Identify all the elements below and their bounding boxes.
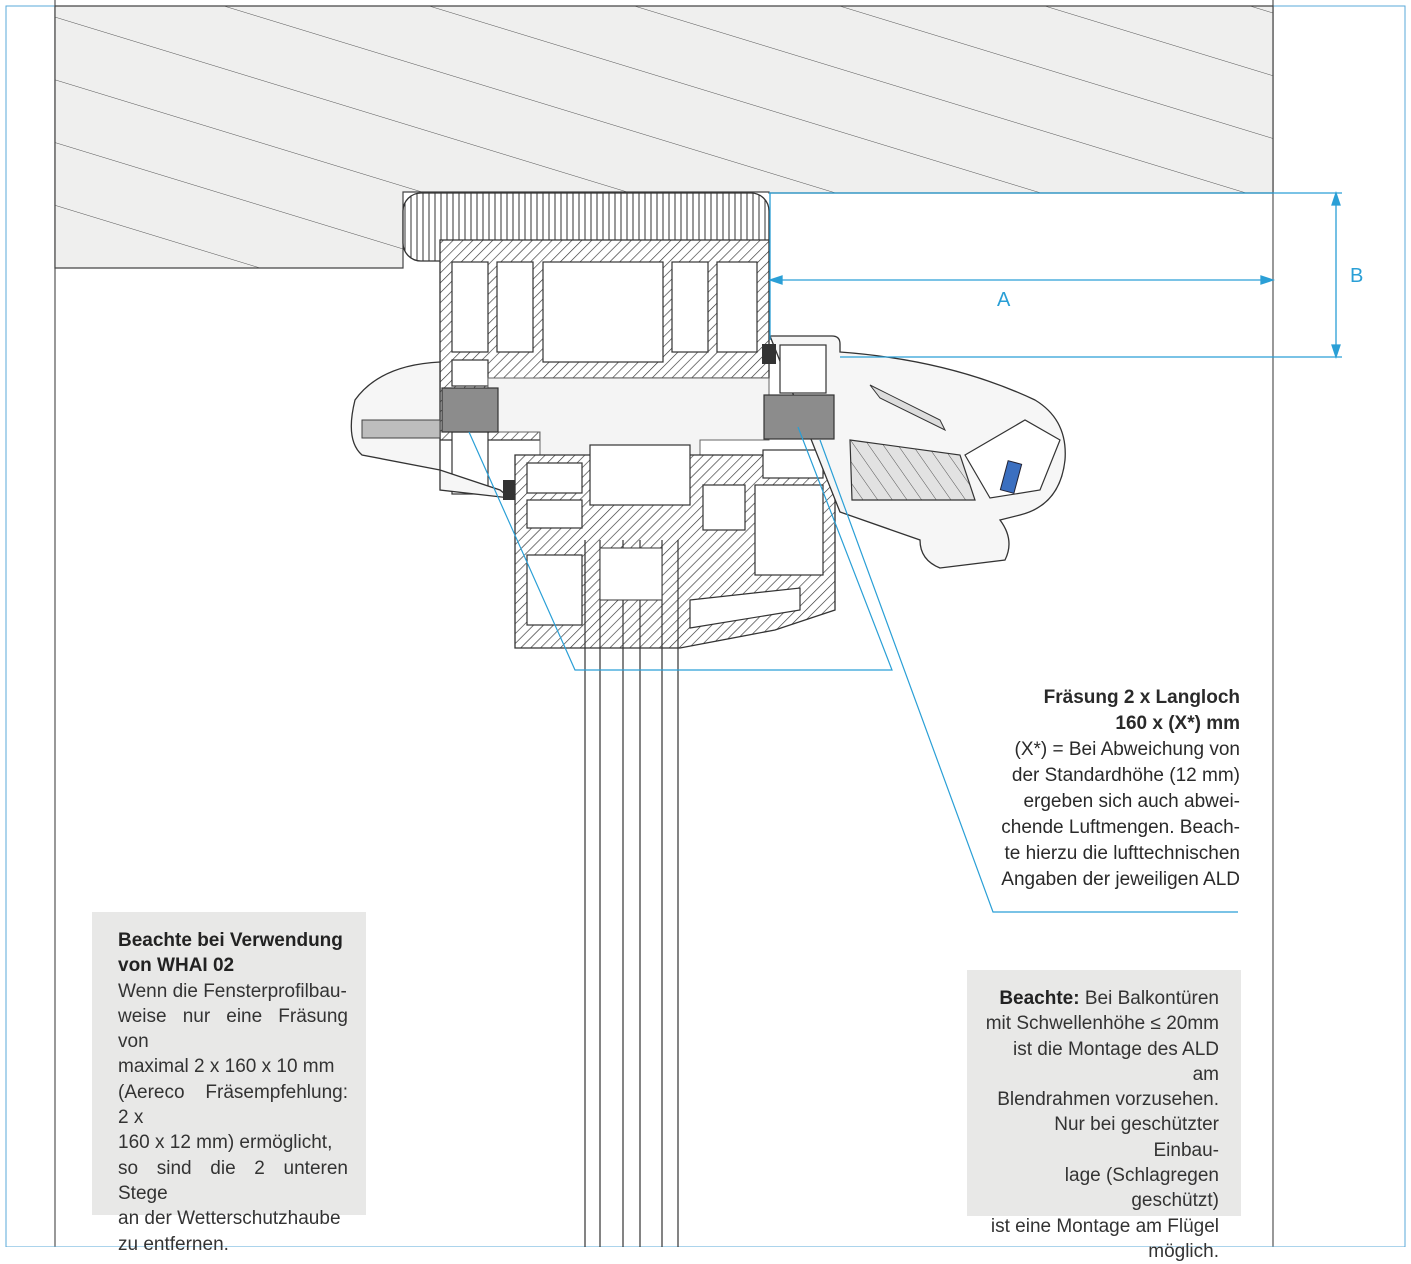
- milling-callout-line: chende Luftmengen. Beach-: [1001, 817, 1240, 838]
- milling-callout: Fräsung 2 x Langloch 160 x (X*) mm (X*) …: [920, 685, 1240, 893]
- acoustic-foam: [849, 439, 976, 501]
- dimension-b: [769, 190, 1342, 360]
- note-whai-line: zu entfernen.: [118, 1233, 229, 1255]
- note-balcony-first-line: Beachte: Bei Balkontüren: [985, 986, 1219, 1011]
- hood-part: [999, 460, 1023, 494]
- note-balcony-line: ist die Montage des ALD am: [1013, 1038, 1219, 1085]
- sash-chamber: [526, 462, 583, 494]
- note-balcony-line: ist eine Montage am Flügel: [990, 1215, 1219, 1237]
- slot-insert-right: [763, 394, 835, 440]
- note-balcony-line: möglich.: [1148, 1240, 1219, 1262]
- note-balcony-door: Beachte: Bei Balkontüren mit Schwellenhö…: [967, 970, 1241, 1262]
- dimension-a-label: A: [997, 289, 1011, 311]
- air-channel: [487, 377, 770, 456]
- sash-chamber: [762, 449, 824, 479]
- note-balcony-line: mit Schwellenhöhe ≤ 20mm: [985, 1013, 1219, 1035]
- hood-element: [964, 419, 1061, 499]
- dimension-a: [767, 193, 1276, 340]
- milling-callout-line: (X*) = Bei Abweichung von: [1014, 739, 1241, 760]
- note-whai-02: Beachte bei Verwendung von WHAI 02 Wenn …: [92, 912, 366, 1255]
- milling-callout-line: te hierzu die lufttechnischen: [1004, 843, 1240, 864]
- seal: [503, 480, 515, 500]
- note-whai-line: (Aereco Fräsempfehlung: 2 x: [118, 1081, 348, 1129]
- milling-callout-title-2: 160 x (X*) mm: [1115, 713, 1240, 734]
- hood-chamber: [779, 344, 827, 394]
- frame-chamber: [671, 261, 709, 353]
- dimension-b-label: B: [1350, 265, 1364, 287]
- note-whai-line: an der Wetterschutzhaube: [118, 1208, 341, 1230]
- sash-chamber: [689, 587, 801, 629]
- note-whai-line: so sind die 2 unteren Stege: [118, 1157, 348, 1204]
- seal: [762, 344, 776, 364]
- note-whai-title-2: von WHAI 02: [118, 955, 235, 977]
- note-whai-line: maximal 2 x 160 x 10 mm: [118, 1056, 335, 1078]
- frame-chamber: [451, 261, 489, 353]
- slot-insert-left: [441, 387, 499, 433]
- note-whai-line: weise nur eine Fräsung von: [118, 1005, 348, 1053]
- glazing-spacer: [599, 547, 663, 601]
- milling-callout-line: ergeben sich auch abwei-: [1023, 791, 1240, 812]
- frame-chamber: [542, 261, 664, 363]
- frame-chamber: [716, 261, 758, 353]
- milling-callout-line: der Standardhöhe (12 mm): [1011, 765, 1240, 786]
- leader-line-slots: [468, 426, 893, 671]
- sash-chamber: [702, 484, 746, 531]
- note-balcony-label: Beachte:: [999, 988, 1080, 1009]
- sash-chamber: [526, 499, 583, 529]
- note-balcony-line: Nur bei geschützter Einbau-: [1054, 1114, 1219, 1161]
- note-balcony-first-rest: Bei Balkontüren: [1079, 988, 1219, 1009]
- frame-chamber: [496, 261, 534, 353]
- sash-chamber: [754, 484, 824, 576]
- frame-chamber: [451, 359, 489, 387]
- note-balcony-line: lage (Schlagregen geschützt): [1064, 1165, 1219, 1212]
- sash-chamber: [589, 444, 691, 506]
- leader-line-callout: [819, 439, 1238, 913]
- note-whai-title-1: Beachte bei Verwendung: [118, 930, 343, 951]
- milling-callout-title-1: Fräsung 2 x Langloch: [1043, 687, 1240, 708]
- note-balcony-line: Blendrahmen vorzusehen.: [997, 1089, 1219, 1111]
- cover-part: [361, 419, 441, 439]
- milling-callout-line: Angaben der jeweiligen ALD: [1001, 869, 1240, 890]
- flap: [869, 384, 947, 432]
- wall-lintel: [54, 5, 1274, 269]
- note-whai-line: Wenn die Fensterprofilbau-: [118, 980, 347, 1002]
- note-whai-line: 160 x 12 mm) ermöglicht,: [118, 1132, 333, 1154]
- sash-chamber: [526, 554, 583, 626]
